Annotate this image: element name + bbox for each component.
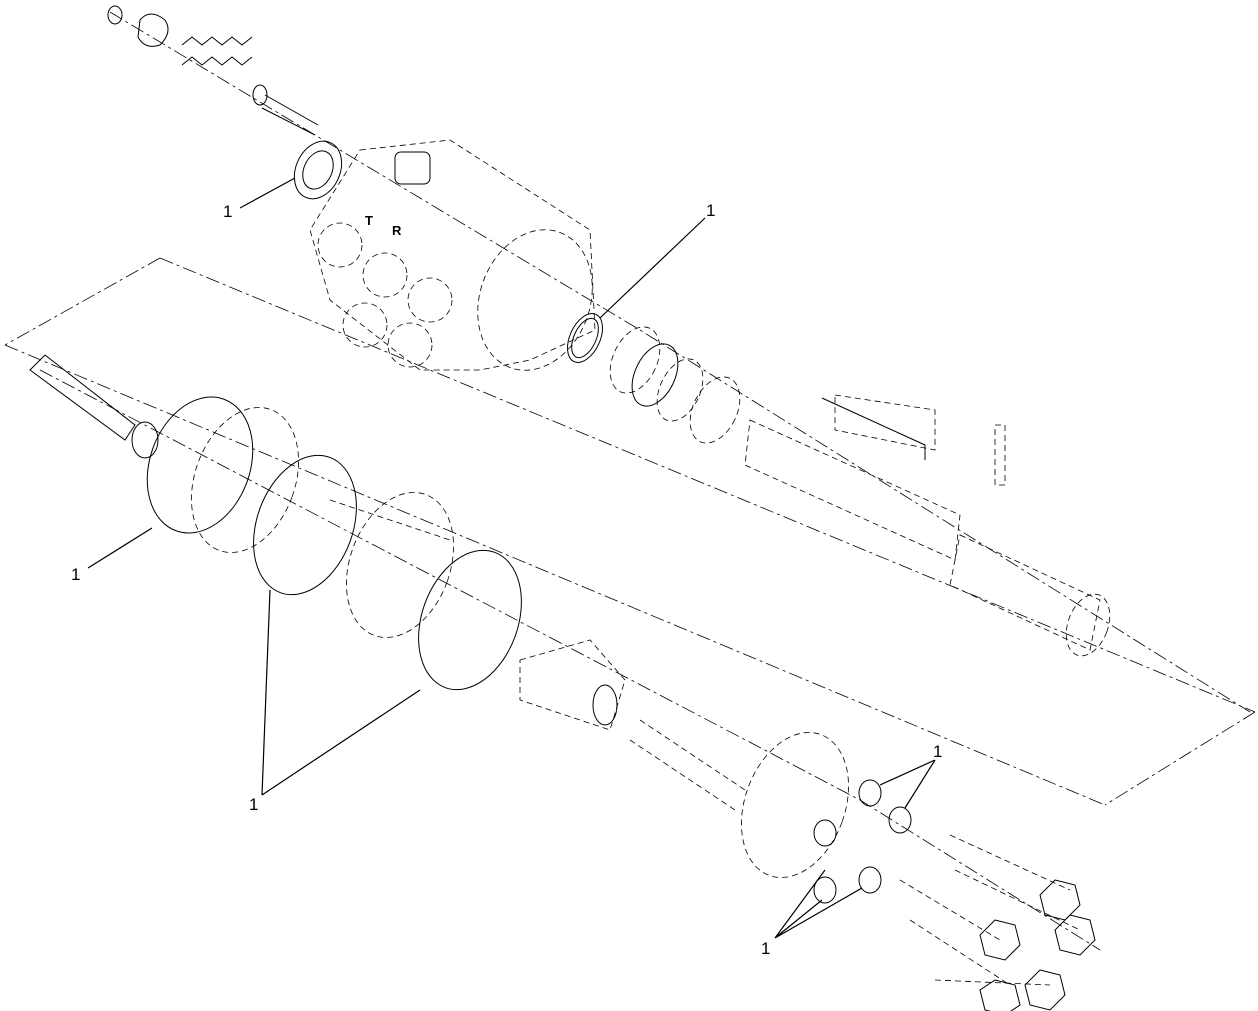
spool-sleeve <box>744 394 1111 657</box>
callouts: 1 1 1 1 1 1 <box>71 201 942 958</box>
callout-label: 1 <box>706 201 715 220</box>
valve-spring-assembly <box>107 5 319 136</box>
callout-label: 1 <box>933 742 942 761</box>
valve-housing: R T <box>309 139 596 371</box>
logo-icon <box>394 151 431 185</box>
gerotor-endcap-bolts <box>519 639 1096 1011</box>
shaft-seal <box>293 140 343 200</box>
centerlines <box>4 11 1256 951</box>
leader-lines <box>87 177 936 939</box>
drive-shaft-rings <box>29 354 522 691</box>
callout-label: 1 <box>761 939 770 958</box>
callout-label: 1 <box>71 565 80 584</box>
bearing-stack <box>567 313 741 444</box>
callout-label: 1 <box>223 202 232 221</box>
housing-marking: T <box>365 213 373 228</box>
housing-marking: R <box>392 223 402 238</box>
callout-label: 1 <box>249 795 258 814</box>
